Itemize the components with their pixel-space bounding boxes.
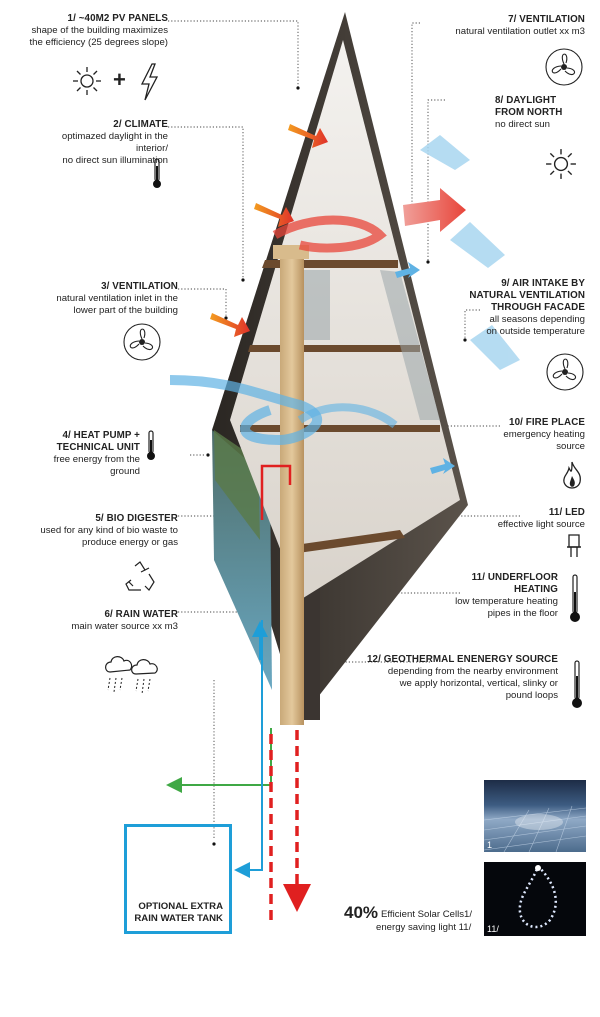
label-body: no direct sun xyxy=(495,119,550,130)
thermometer-icon xyxy=(570,574,580,622)
label-title: 7/ VENTILATION xyxy=(508,14,585,25)
label-underfloor-heating: 11/ UNDERFLOOR HEATING low temperature h… xyxy=(440,572,558,620)
label-body: emergency heating source xyxy=(503,429,585,452)
tank-label: OPTIONAL EXTRA RAIN WATER TANK xyxy=(134,901,223,924)
label-body: all seasons depending on outside tempera… xyxy=(486,314,585,337)
label-title: 6/ RAIN WATER xyxy=(104,609,178,620)
rain-water-tank: OPTIONAL EXTRA RAIN WATER TANK xyxy=(124,824,232,934)
label-title: 4/ HEAT PUMP + TECHNICAL UNIT xyxy=(56,430,140,453)
label-title: 11/ UNDERFLOOR HEATING xyxy=(471,572,558,595)
thermometer-icon xyxy=(572,660,582,708)
bio-gas-pipe xyxy=(166,730,272,793)
recycle-icon xyxy=(125,561,155,591)
label-body: main water source xx m3 xyxy=(71,621,178,632)
label-air-intake: 9/ AIR INTAKE BY NATURAL VENTILATION THR… xyxy=(440,278,585,338)
plus-icon: + xyxy=(113,67,126,92)
fan-icon xyxy=(546,353,584,391)
label-geothermal: 12/ GEOTHERMAL ENENERGY SOURCE depending… xyxy=(350,654,558,702)
label-title: 2/ CLIMATE xyxy=(113,119,168,130)
label-body: free energy from the ground xyxy=(53,454,140,477)
label-body: optimazed daylight in the interior/ no d… xyxy=(61,131,168,166)
label-title: 9/ AIR INTAKE BY NATURAL VENTILATION THR… xyxy=(469,278,585,313)
label-body: depending from the nearby environment we… xyxy=(387,666,558,701)
led-photo: 11/ xyxy=(484,862,586,936)
label-pv-panels: 1/ ~40M2 PV PANELS shape of the building… xyxy=(10,13,168,49)
label-heat-pump: 4/ HEAT PUMP + TECHNICAL UNIT free energ… xyxy=(10,430,140,478)
label-body: effective light source xyxy=(497,519,585,530)
bulb-icon xyxy=(567,534,581,557)
label-climate: 2/ CLIMATE optimazed daylight in the int… xyxy=(10,119,168,167)
label-title: 10/ FIRE PLACE xyxy=(509,417,585,428)
label-bio-digester: 5/ BIO DIGESTER used for any kind of bio… xyxy=(5,513,178,549)
label-daylight: 8/ DAYLIGHT FROM NORTH no direct sun xyxy=(495,95,590,131)
label-title: 12/ GEOTHERMAL ENENERGY SOURCE xyxy=(367,654,558,665)
label-body: low temperature heating pipes in the flo… xyxy=(455,596,558,619)
sun-icon xyxy=(73,67,101,95)
stat-percent: 40% xyxy=(344,903,379,922)
solar-cells-photo: 1 xyxy=(484,780,586,852)
sun-icon xyxy=(546,149,576,179)
central-core xyxy=(280,255,304,725)
label-led: 11/ LED effective light source xyxy=(470,507,585,531)
rain-cloud-icon xyxy=(105,656,158,695)
efficiency-stat: 40%Efficient Solar Cells1/ energy saving… xyxy=(344,903,473,934)
label-body: natural ventilation inlet in the lower p… xyxy=(56,293,178,316)
rain-water-pipe xyxy=(234,620,263,878)
label-ventilation-outlet: 7/ VENTILATION natural ventilation outle… xyxy=(420,14,585,38)
stat-line1: Efficient Solar Cells1/ xyxy=(381,909,473,920)
label-ventilation-inlet: 3/ VENTILATION natural ventilation inlet… xyxy=(10,281,178,317)
label-title: 3/ VENTILATION xyxy=(101,281,178,292)
lightning-icon xyxy=(140,63,159,101)
label-title: 8/ DAYLIGHT FROM NORTH xyxy=(495,95,563,118)
ventilation-outlet-arrow xyxy=(403,188,466,232)
stat-line2: energy saving light 11/ xyxy=(376,922,472,933)
label-title: 5/ BIO DIGESTER xyxy=(95,513,178,524)
label-fire-place: 10/ FIRE PLACE emergency heating source xyxy=(490,417,585,453)
photo-tag: 11/ xyxy=(487,924,499,934)
label-body: shape of the building maximizes the effi… xyxy=(29,25,168,48)
label-title: 1/ ~40M2 PV PANELS xyxy=(67,13,168,24)
label-rain-water: 6/ RAIN WATER main water source xx m3 xyxy=(10,609,178,633)
thermometer-icon xyxy=(153,158,161,188)
label-title: 11/ LED xyxy=(548,507,585,518)
fan-icon xyxy=(545,48,583,86)
flame-icon xyxy=(563,461,581,489)
fan-icon xyxy=(123,323,161,361)
label-body: natural ventilation outlet xx m3 xyxy=(455,26,585,37)
label-body: used for any kind of bio waste to produc… xyxy=(40,525,178,548)
thermometer-icon xyxy=(147,430,155,460)
photo-tag: 1 xyxy=(487,840,493,850)
